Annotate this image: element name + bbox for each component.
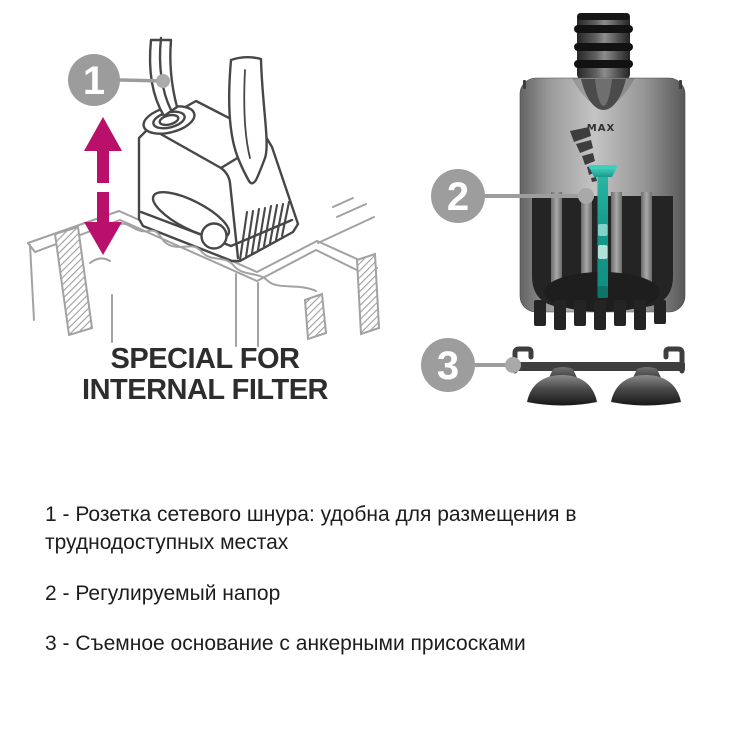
- callout-1: 1: [68, 54, 170, 106]
- caption-special-for-internal-filter: SPECIAL FOR INTERNAL FILTER: [53, 344, 357, 406]
- caption-line-2: INTERNAL FILTER: [82, 374, 328, 406]
- hatched-post-right: [355, 252, 381, 336]
- legend-item-1: 1 - Розетка сетевого шнура: удобна для р…: [45, 501, 665, 557]
- callout-2-badge: [431, 169, 485, 223]
- up-down-arrow-icon: [84, 117, 122, 255]
- water-line: [115, 222, 317, 292]
- callout-2-number: 2: [447, 175, 469, 219]
- pump-render-figure: MAX: [421, 13, 686, 406]
- filter-frame: [27, 197, 381, 347]
- hatched-post-mid: [303, 292, 328, 341]
- callout-3: 3: [421, 338, 521, 392]
- callout-2: 2: [431, 169, 594, 223]
- legend-item-3: 3 - Съемное основание с анкерными присос…: [45, 632, 526, 655]
- cord-socket: [142, 105, 196, 135]
- line-art-figure: 1: [27, 36, 381, 347]
- max-label: MAX: [587, 123, 615, 134]
- legend-item-1-line-1: 1 - Розетка сетевого шнура: удобна для р…: [45, 503, 577, 526]
- pump-render: MAX: [519, 13, 686, 330]
- flow-regulator-slider: [589, 165, 617, 298]
- legend-item-2: 2 - Регулируемый напор: [45, 582, 281, 605]
- suction-cup-right: [611, 375, 681, 406]
- suction-cup-left: [527, 375, 597, 406]
- caption-line-1: SPECIAL FOR: [110, 343, 300, 375]
- callout-1-number: 1: [83, 59, 105, 103]
- pump-line-art: [137, 36, 300, 263]
- intake-grille: [532, 192, 673, 330]
- hose-connector: [574, 13, 633, 80]
- glass-shine: [332, 197, 367, 218]
- callout-3-dot: [505, 357, 521, 373]
- grille-feet: [534, 300, 666, 330]
- pump-crease: [219, 166, 240, 260]
- front-circle-detail: [200, 222, 228, 250]
- hatched-post-left: [53, 225, 94, 337]
- callout-1-badge: [68, 54, 120, 106]
- callout-1-dot: [156, 74, 170, 88]
- callout-3-badge: [421, 338, 475, 392]
- vent-slots: [238, 200, 291, 262]
- callout-3-number: 3: [437, 344, 459, 388]
- outlet-tube: [228, 56, 268, 185]
- callout-2-dot: [578, 188, 594, 204]
- suction-base: [512, 346, 685, 406]
- legend-item-1-line-2: труднодоступных местах: [45, 531, 289, 554]
